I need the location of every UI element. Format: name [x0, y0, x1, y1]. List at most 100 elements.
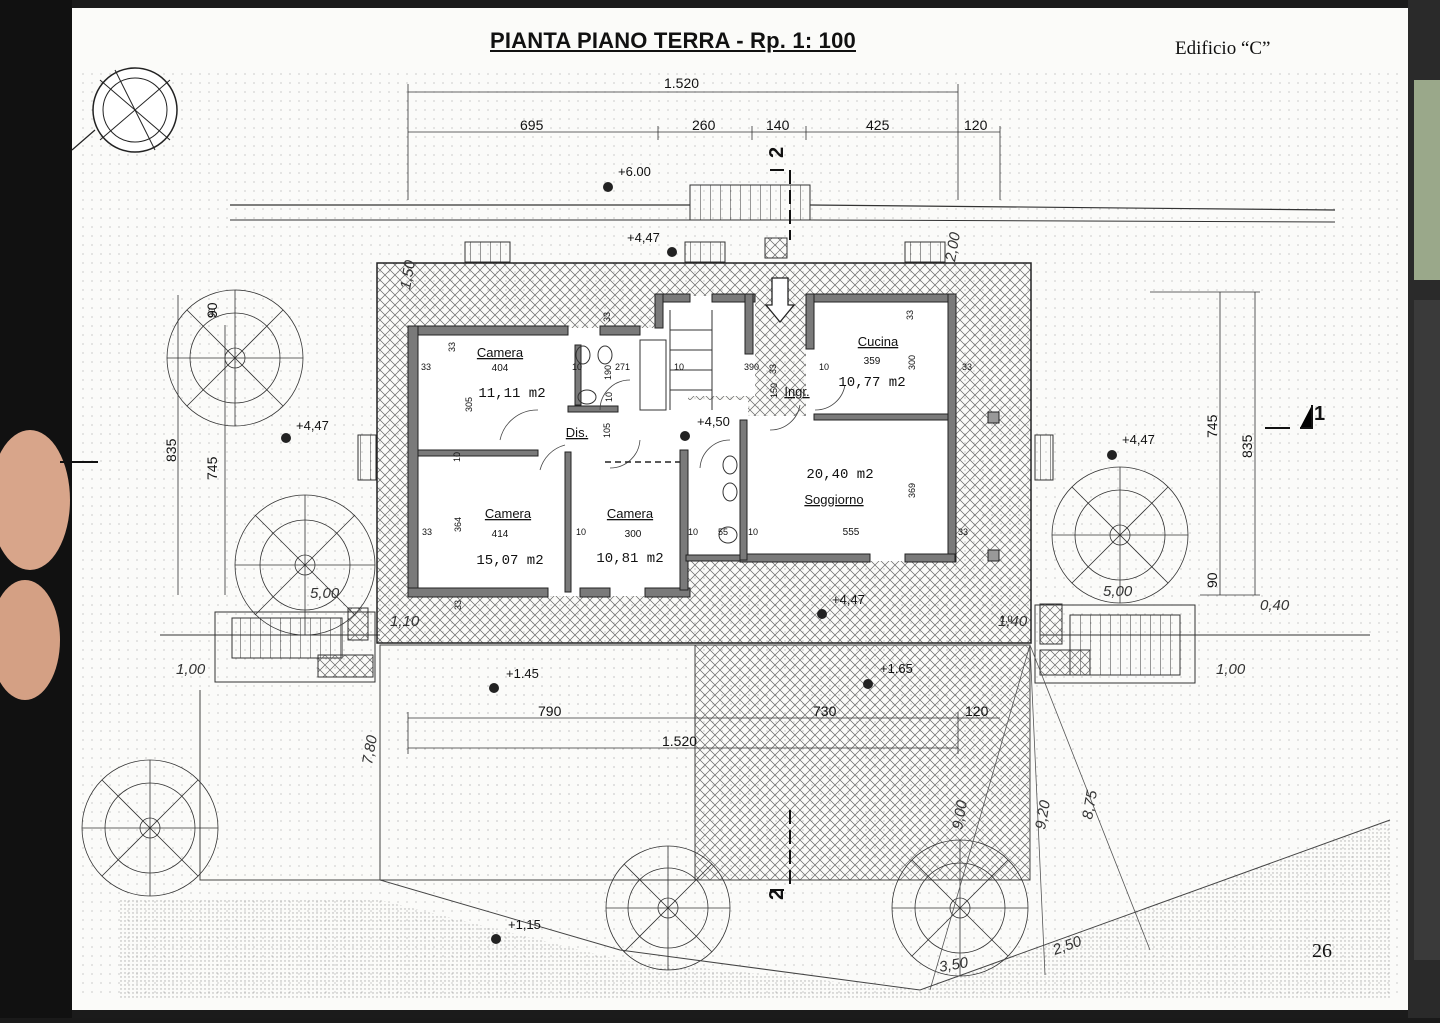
- interior-dim: 33: [421, 362, 431, 372]
- tree-icon: [234, 494, 376, 636]
- interior-dim: 105: [602, 423, 612, 438]
- dim-right-outer: 835: [1239, 434, 1255, 458]
- room-name-ingresso: Ingr.: [784, 384, 809, 399]
- elevation-label: +6.00: [618, 164, 651, 179]
- room-width: 414: [492, 529, 509, 540]
- section-label-1: 1: [1314, 403, 1325, 425]
- dim-bottom-total: 1.520: [662, 733, 697, 749]
- dim-top-seg: 140: [766, 117, 790, 133]
- elevation-label: +1.65: [880, 661, 913, 676]
- handwritten-note: 3,50: [938, 954, 970, 976]
- handwritten-note: 0,40: [1260, 597, 1290, 614]
- elevation-label: +1.45: [506, 666, 539, 681]
- interior-dim: 10: [674, 362, 684, 372]
- section-label-2-top: 2: [766, 147, 788, 158]
- interior-dim: 90: [207, 308, 217, 318]
- handwritten-note: 5,00: [310, 585, 340, 602]
- building-interior: [408, 296, 956, 596]
- dim-bottom-seg: 790: [538, 703, 562, 719]
- interior-dim: 55: [718, 527, 728, 537]
- interior-dim: 10: [604, 392, 614, 402]
- interior-dim: 390: [744, 362, 759, 372]
- interior-dim: 364: [453, 517, 463, 532]
- room-area: 10,77 m2: [838, 375, 905, 391]
- bathroom-fixtures: [575, 310, 738, 544]
- dim-right-inner: 745: [1204, 414, 1220, 438]
- interior-dim: 10: [572, 362, 582, 372]
- handwritten-note: 1,00: [176, 661, 206, 678]
- handwritten-note: 2,00: [942, 230, 964, 263]
- room-name-camera-3: Camera: [607, 506, 654, 521]
- room-width: 359: [864, 356, 881, 367]
- room-name-soggiorno: Soggiorno: [804, 492, 863, 507]
- dim-top-total: 1.520: [664, 75, 699, 91]
- room-area: 10,81 m2: [596, 551, 663, 567]
- tree-icon: [1051, 466, 1189, 604]
- room-area: 20,40 m2: [806, 467, 873, 483]
- handwritten-note: 1,10: [390, 613, 420, 630]
- interior-dim: 271: [615, 362, 630, 372]
- tree-icon: [166, 289, 304, 427]
- handwritten-note: 7,80: [359, 733, 381, 765]
- handwritten-note: 1,40: [998, 613, 1028, 630]
- compass-rose-icon: [71, 67, 178, 153]
- dim-top-seg: 260: [692, 117, 716, 133]
- interior-dim: 33: [422, 527, 432, 537]
- dim-right-small: 90: [1204, 572, 1220, 588]
- dim-left-inner: 745: [204, 456, 220, 480]
- tree-icon: [605, 845, 731, 971]
- handwritten-note: 1,50: [397, 258, 419, 290]
- interior-dim: 33: [905, 310, 915, 320]
- handwritten-note: 5,00: [1103, 583, 1133, 600]
- interior-dim: 33: [768, 364, 778, 374]
- page-title: PIANTA PIANO TERRA - Rp. 1: 100: [490, 28, 856, 53]
- interior-dim: 10: [576, 527, 586, 537]
- section-label-2-bottom: 2: [766, 889, 788, 900]
- elevation-label: +4,47: [296, 418, 329, 433]
- handwritten-note: 1,00: [1216, 661, 1246, 678]
- interior-dim: 10: [748, 527, 758, 537]
- interior-dim: 1,0: [1000, 614, 1013, 624]
- room-width: 300: [625, 529, 642, 540]
- building-label: Edificio “C”: [1175, 38, 1271, 59]
- dim-top-seg: 695: [520, 117, 544, 133]
- interior-dim: 33: [602, 312, 612, 322]
- interior-dim: 10: [688, 527, 698, 537]
- room-width: 555: [843, 527, 860, 538]
- room-width: 404: [492, 363, 509, 374]
- handwritten-note: 9,00: [949, 798, 971, 830]
- dim-top-seg: 120: [964, 117, 988, 133]
- interior-dim: 190: [603, 365, 613, 380]
- interior-dim: 33: [962, 362, 972, 372]
- elevation-label: +1,15: [508, 917, 541, 932]
- dimension-lines: [177, 84, 1260, 754]
- dim-left-outer: 835: [163, 438, 179, 462]
- room-area: 11,11 m2: [478, 386, 545, 402]
- interior-dim: 33: [447, 342, 457, 352]
- room-name-cucina: Cucina: [858, 334, 899, 349]
- elevation-label: +4,47: [627, 230, 660, 245]
- room-name-camera-2: Camera: [485, 506, 532, 521]
- dim-left-small: 90: [204, 302, 220, 318]
- elevation-label: +4,50: [697, 414, 730, 429]
- dim-bottom-seg: 120: [965, 703, 989, 719]
- interior-dim: 300: [907, 355, 917, 370]
- handwritten-note: 8,75: [1079, 788, 1101, 820]
- interior-dim: 369: [907, 483, 917, 498]
- interior-dim: 33: [453, 600, 463, 610]
- walls: [407, 293, 957, 598]
- garden-terrace: [694, 644, 1031, 881]
- entrance-arrow-icon: [764, 277, 796, 324]
- tree-icon: [81, 759, 219, 897]
- room-name-camera-1: Camera: [477, 345, 524, 360]
- interior-dim: 305: [464, 397, 474, 412]
- elevation-label: +4,47: [1122, 432, 1155, 447]
- interior-dim: 10: [819, 362, 829, 372]
- handwritten-note: 9,20: [1032, 798, 1054, 830]
- page-number: 26: [1312, 940, 1332, 962]
- dim-bottom-seg: 730: [813, 703, 837, 719]
- room-area: 15,07 m2: [476, 553, 543, 569]
- room-name-disimpegno: Dis.: [566, 425, 588, 440]
